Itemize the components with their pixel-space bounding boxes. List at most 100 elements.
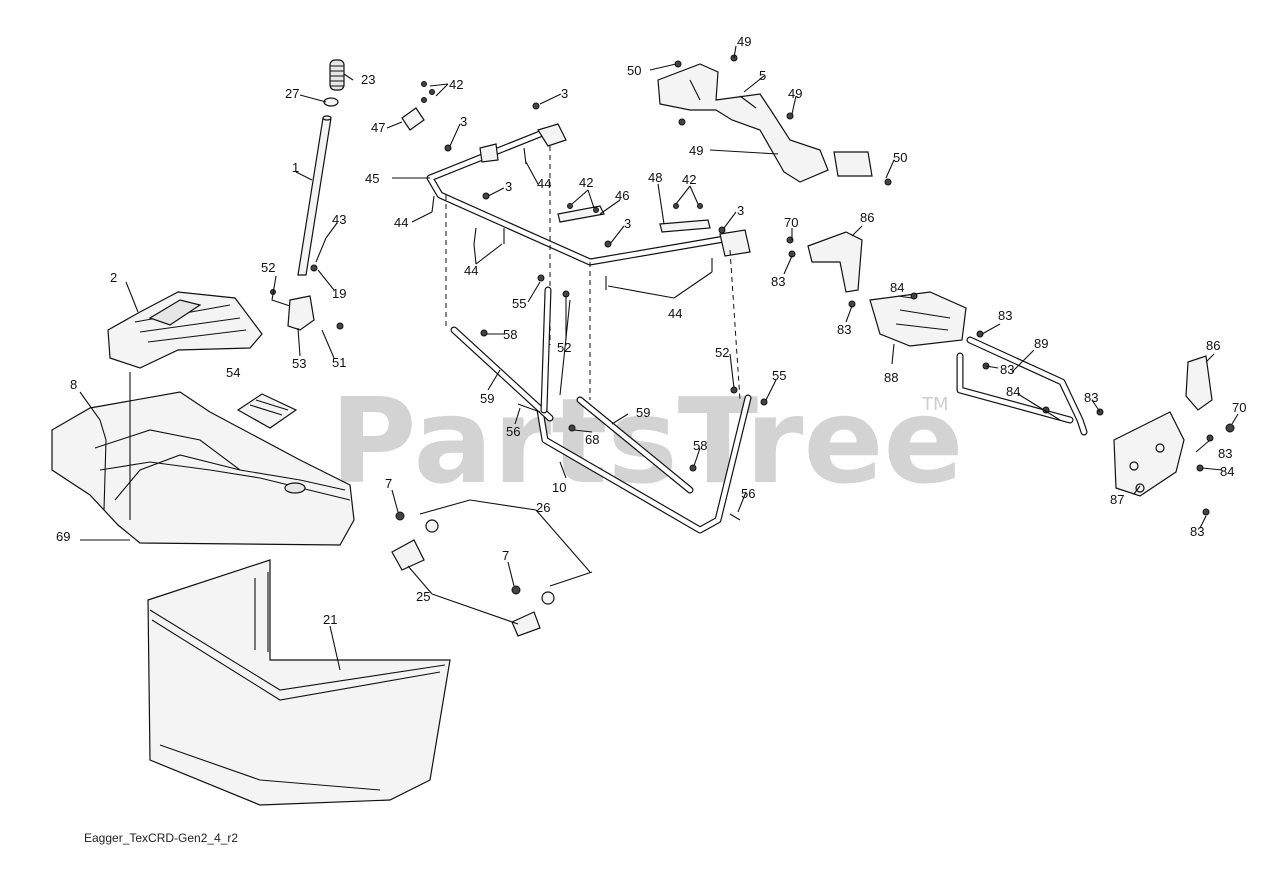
callout-56b: 56 <box>741 486 755 501</box>
callout-1: 1 <box>292 160 299 175</box>
nut-part-7a[interactable] <box>395 511 405 521</box>
lift-rod-part[interactable] <box>297 115 332 276</box>
callout-46: 46 <box>615 188 629 203</box>
nut-part-19[interactable] <box>310 264 318 272</box>
pin-part-56a[interactable] <box>517 403 541 413</box>
lift-arm-part-10[interactable] <box>536 394 752 534</box>
screw-part-58b[interactable] <box>689 464 697 472</box>
screw-part-70b[interactable] <box>1225 423 1235 433</box>
watermark-brand: PartsTree <box>330 372 964 510</box>
callout-2: 2 <box>110 270 117 285</box>
bracket-part-86a[interactable] <box>807 231 863 293</box>
bolt-part-44a[interactable] <box>523 147 527 165</box>
callout-54: 54 <box>226 365 240 380</box>
rod-part-89[interactable] <box>956 336 1088 436</box>
screw-part-42b[interactable] <box>429 89 435 95</box>
callout-50a: 50 <box>627 63 641 78</box>
latch-part-25b[interactable] <box>511 611 541 637</box>
callout-27: 27 <box>285 86 299 101</box>
screw-part-84a[interactable] <box>910 292 918 300</box>
bracket-part-53[interactable] <box>287 295 315 331</box>
screw-part-42c[interactable] <box>421 97 427 103</box>
leader-lines <box>79 45 1239 671</box>
latch-part-25a[interactable] <box>391 539 425 571</box>
bolt-part-44b[interactable] <box>431 195 435 213</box>
lift-frame-part-45[interactable] <box>426 123 751 266</box>
screw-part-50b[interactable] <box>884 178 892 186</box>
callout-53: 53 <box>292 356 306 371</box>
callout-52a: 52 <box>261 260 275 275</box>
screw-part-51[interactable] <box>336 322 344 330</box>
bolt-part-44c[interactable] <box>473 227 505 245</box>
pin-part-56b[interactable] <box>729 513 741 521</box>
top-cover-part-2[interactable] <box>107 291 263 369</box>
screw-part-55b[interactable] <box>760 398 768 406</box>
link-rod-part-59b[interactable] <box>576 396 694 494</box>
watermark-trademark: TM <box>921 394 949 415</box>
screw-part-42g[interactable] <box>697 203 703 209</box>
callout-44b: 44 <box>394 215 408 230</box>
nut-part-83f[interactable] <box>1206 434 1214 442</box>
nut-part-3b[interactable] <box>444 144 452 152</box>
callout-3e: 3 <box>737 203 744 218</box>
callout-7a: 7 <box>385 476 392 491</box>
bracket-part-5b[interactable] <box>833 151 873 177</box>
diagram-code: Eagger_TexCRD-Gen2_4_r2 <box>84 831 239 845</box>
callout-3b: 3 <box>460 114 467 129</box>
callout-58a: 58 <box>503 327 517 342</box>
bracket-part-5[interactable] <box>657 63 829 183</box>
nut-part-3e[interactable] <box>718 226 726 234</box>
callout-58b: 58 <box>693 438 707 453</box>
bracket-part-46[interactable] <box>557 205 605 223</box>
screw-part-55a[interactable] <box>537 274 545 282</box>
nut-part-7b[interactable] <box>511 585 521 595</box>
screw-part-42a[interactable] <box>421 81 427 87</box>
callout-42c: 42 <box>682 172 696 187</box>
handle-grip-part[interactable] <box>329 59 345 91</box>
collector-part-21[interactable] <box>147 559 451 806</box>
nut-part-83g[interactable] <box>1202 508 1210 516</box>
bracket-part-87[interactable] <box>1113 411 1185 497</box>
bracket-part-48[interactable] <box>659 219 711 233</box>
callout-84a: 84 <box>890 280 904 295</box>
screw-part-42e[interactable] <box>593 207 599 213</box>
callout-3c: 3 <box>505 179 512 194</box>
fender-part-8[interactable] <box>51 391 355 546</box>
nut-part-3a[interactable] <box>532 102 540 110</box>
screw-part-58a[interactable] <box>480 329 488 337</box>
callout-83f: 83 <box>1218 446 1232 461</box>
clip-part-47[interactable] <box>401 107 425 131</box>
spring-part-26a[interactable] <box>419 499 471 515</box>
callout-55a: 55 <box>512 296 526 311</box>
lever-part-25d[interactable] <box>541 591 555 605</box>
callout-42b: 42 <box>579 175 593 190</box>
link-rod-part-59a[interactable] <box>450 326 554 422</box>
lever-part-25c[interactable] <box>425 519 439 533</box>
callout-83g: 83 <box>1190 524 1204 539</box>
insert-part-54[interactable] <box>236 393 298 429</box>
screw-part-42f[interactable] <box>673 203 679 209</box>
pin-part-43[interactable] <box>315 237 327 263</box>
callout-89: 89 <box>1034 336 1048 351</box>
screw-part-68[interactable] <box>568 424 576 432</box>
callout-88: 88 <box>884 370 898 385</box>
screw-part-49b[interactable] <box>786 112 794 120</box>
screw-part-49c[interactable] <box>678 118 686 126</box>
callout-25: 25 <box>416 589 430 604</box>
bracket-part-88[interactable] <box>869 291 967 347</box>
callout-83e: 83 <box>1084 390 1098 405</box>
callout-83d: 83 <box>1000 362 1014 377</box>
callout-83b: 83 <box>837 322 851 337</box>
screw-part-42d[interactable] <box>567 203 573 209</box>
callout-10: 10 <box>552 480 566 495</box>
bolt-part-44d[interactable] <box>605 258 713 290</box>
washer-part-27[interactable] <box>323 97 339 107</box>
callout-86a: 86 <box>860 210 874 225</box>
spring-part-26b[interactable] <box>549 571 593 587</box>
nut-part-3d[interactable] <box>604 240 612 248</box>
bracket-part-86b[interactable] <box>1185 355 1213 411</box>
callout-21: 21 <box>323 612 337 627</box>
callout-50b: 50 <box>893 150 907 165</box>
rod-part-52b[interactable] <box>559 299 571 396</box>
callout-43: 43 <box>332 212 346 227</box>
